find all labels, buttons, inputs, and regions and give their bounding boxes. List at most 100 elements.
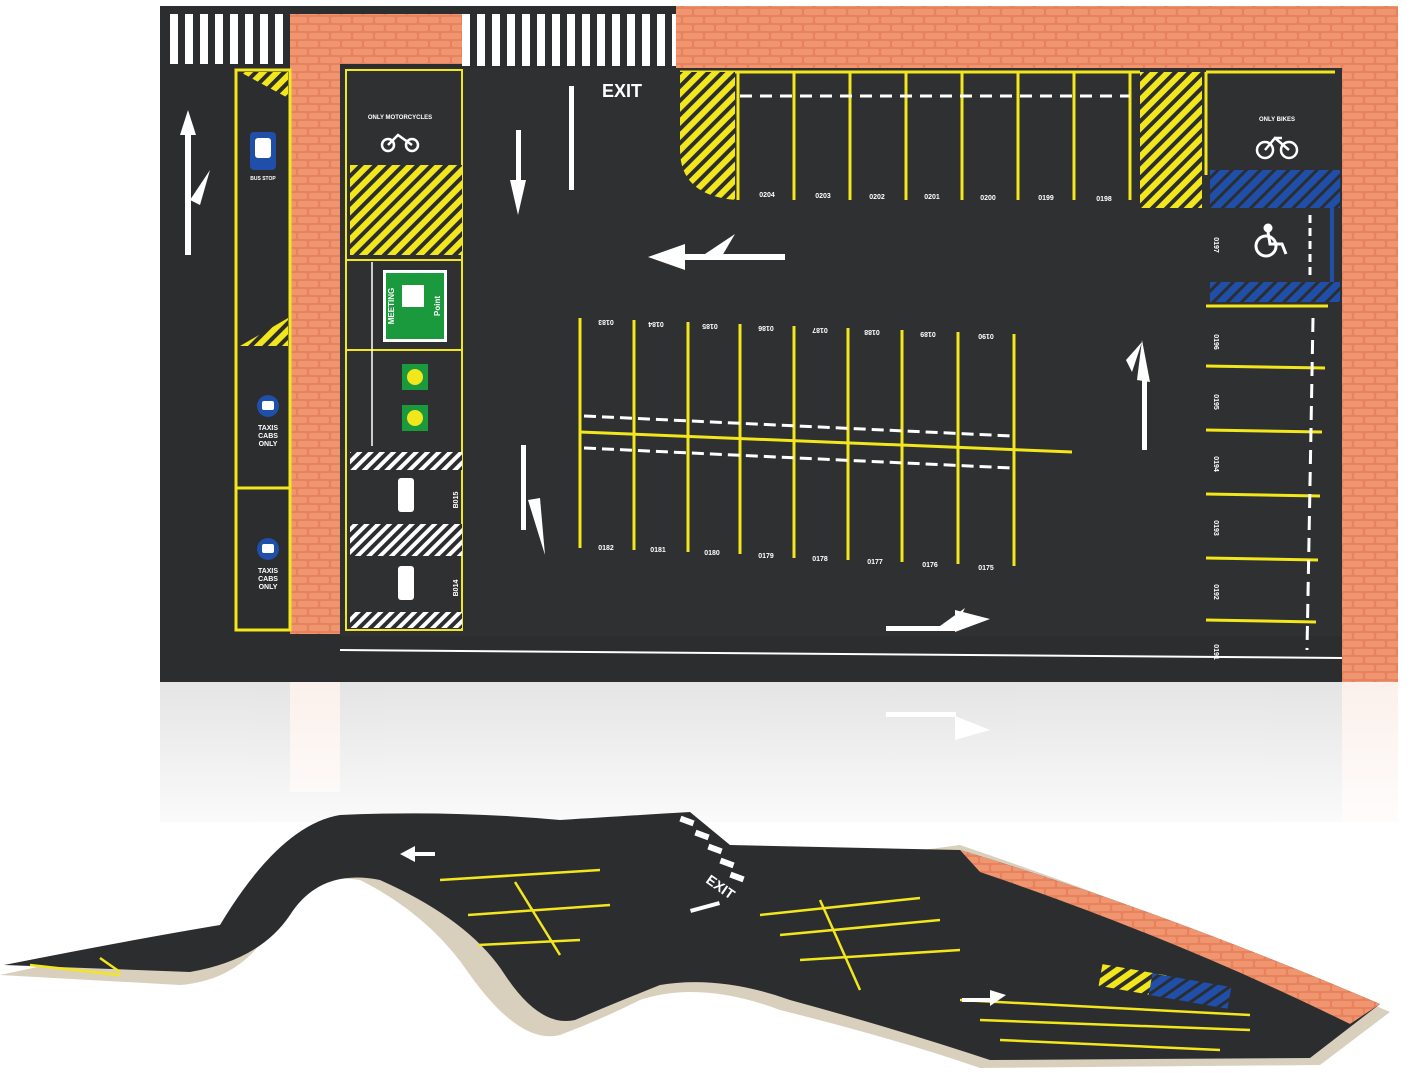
parking-number: 0176: [922, 562, 938, 569]
parking-number: 0203: [815, 193, 831, 200]
middle-parking-block: [578, 318, 1073, 566]
svg-text:ONLY: ONLY: [259, 584, 278, 591]
crosswalk-top-left: [170, 14, 288, 64]
parking-number: 0180: [704, 550, 720, 557]
accessible-hatch: [1210, 282, 1340, 302]
bus-lane: [234, 68, 292, 632]
corner-hatch: [680, 72, 735, 200]
sidewalk-left: [290, 14, 340, 634]
parking-number: 0201: [924, 194, 940, 201]
bicycle-icon: [1255, 136, 1299, 160]
meeting-point-sign: MEETING Point: [383, 270, 447, 342]
arrow-icon: [510, 130, 526, 215]
charging-spot-icon: [402, 405, 428, 431]
parking-number: 0196: [1212, 334, 1219, 350]
svg-text:ONLY: ONLY: [259, 441, 278, 448]
svg-text:CABS: CABS: [258, 433, 278, 440]
svg-text:Point: Point: [433, 296, 442, 316]
parking-number: 0194: [1212, 456, 1219, 472]
svg-text:TAXIS: TAXIS: [258, 425, 278, 432]
parking-number: 0182: [598, 545, 614, 552]
dash-line: [1305, 317, 1315, 651]
sidewalk-top-left: [290, 14, 462, 64]
svg-text:MEETING: MEETING: [387, 288, 396, 324]
parking-number: 0198: [1096, 196, 1112, 203]
parking-number: 0192: [1212, 584, 1219, 600]
charging-spot-icon: [402, 364, 428, 390]
accessible-hatch: [1210, 170, 1340, 208]
sidewalk-right: [1342, 6, 1398, 682]
edge-line: [339, 649, 1343, 659]
parking-number: 0204: [759, 192, 775, 199]
taxi-sign: TAXIS CABS ONLY: [257, 538, 279, 591]
parking-number: 0195: [1212, 394, 1219, 410]
top-parking-row: [680, 70, 1140, 200]
parking-number: 0175: [978, 565, 994, 572]
parking-number: 0189: [920, 330, 936, 337]
arrow-icon: [400, 846, 1006, 1006]
parking-number: 0187: [812, 326, 828, 333]
lane-hatch: [240, 318, 288, 346]
folded-mat: EXIT: [0, 812, 1390, 1068]
only-motorcycles-label: ONLY MOTORCYCLES: [368, 115, 432, 121]
sidewalk-top: [676, 6, 1398, 70]
svg-text:TAXIS: TAXIS: [258, 568, 278, 575]
parking-number: 0177: [867, 559, 883, 566]
parking-number: 0183: [598, 318, 614, 325]
parking-number: 0202: [869, 194, 885, 201]
svg-text:CABS: CABS: [258, 576, 278, 583]
parking-number: 0199: [1038, 195, 1054, 202]
meeting-point-icon: [402, 285, 424, 307]
parking-number: 0190: [978, 332, 994, 339]
crosswalk-fold: [679, 815, 745, 883]
taxi-icon: [262, 544, 274, 553]
wheelchair-icon: [1254, 223, 1288, 258]
crosswalk-top-middle: [462, 14, 676, 66]
parking-number: 0185: [702, 322, 718, 329]
bay-label: B015: [453, 492, 460, 509]
bus-icon: [255, 138, 271, 158]
arrow-icon: [886, 608, 990, 632]
parking-number: 0193: [1212, 520, 1219, 536]
parking-numbers-top: 0204 0203 0202 0201 0200 0199 0198: [759, 192, 1112, 203]
fold-accessible: [1148, 973, 1232, 1009]
bus-stop-label: BUS STOP: [250, 176, 276, 182]
white-hatch: [350, 452, 462, 470]
flat-mat: BUS STOP TAXIS CABS ONLY TAXIS CABS ONLY…: [160, 6, 1398, 682]
parking-number: 0186: [758, 324, 774, 331]
parking-numbers-right: 0197 0196 0195 0194 0193 0192 0191: [1212, 237, 1219, 660]
white-hatch: [350, 612, 462, 628]
only-bikes-label: ONLY BIKES: [1259, 117, 1295, 123]
taxi-sign: TAXIS CABS ONLY: [257, 395, 279, 448]
parking-number: 0184: [648, 320, 664, 327]
taxi-icon: [262, 401, 274, 410]
exit-label: EXIT: [602, 81, 642, 101]
parking-number: 0179: [758, 553, 774, 560]
motorcycle-icon: [380, 133, 420, 153]
arrow-icon: [521, 445, 545, 555]
bus-stop-sign: BUS STOP: [250, 132, 276, 182]
arrow-icon: [1126, 340, 1150, 450]
fold-parking-lines: [29, 868, 1251, 1052]
lane-line: [569, 86, 574, 190]
right-parking-column: [1205, 304, 1328, 624]
no-parking-hatch: [350, 165, 462, 255]
parking-number: 0191: [1212, 644, 1219, 660]
arrow-icon: [648, 234, 785, 270]
parking-number: 0181: [650, 547, 666, 554]
sidewalk-corner: [960, 850, 1380, 1024]
parking-number: 0200: [980, 195, 996, 202]
bay-label: B014: [453, 580, 460, 597]
arrow-icon: [180, 110, 210, 255]
van-icon: [398, 478, 414, 600]
parking-number: 0178: [812, 556, 828, 563]
parking-numbers-middle-lower: 0182 0181 0180 0179 0178 0177 0176 0175: [598, 545, 994, 572]
lane-hatch: [240, 72, 288, 98]
white-hatch: [350, 524, 462, 556]
parking-number: 0188: [864, 328, 880, 335]
parking-numbers-middle-upper: 0183 0184 0185 0186 0187 0188 0189 0190: [598, 318, 994, 339]
parking-number: 0197: [1212, 237, 1219, 253]
corner-hatch: [1140, 72, 1202, 208]
